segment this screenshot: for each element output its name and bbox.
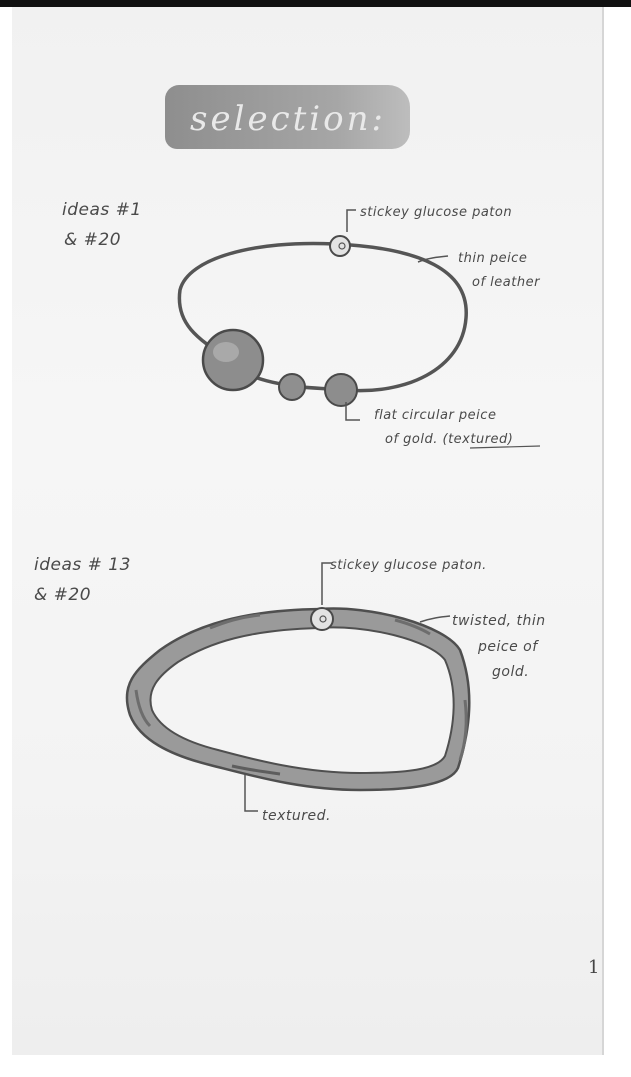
pointer-line-right-2 — [420, 616, 450, 622]
glucose-patch-2 — [311, 608, 333, 630]
small-gold-disc — [279, 374, 305, 400]
bracelet-sketch-1 — [179, 210, 540, 448]
underline-textured — [470, 446, 540, 448]
medium-gold-disc — [325, 374, 357, 406]
pointer-line-top-2 — [322, 563, 332, 605]
bracelet-sketch-2 — [127, 563, 469, 811]
glucose-patch-1 — [330, 236, 350, 256]
pointer-line-top-1 — [347, 210, 356, 232]
pointer-line-bottom-2 — [245, 775, 258, 811]
large-gold-disc-shading — [213, 342, 239, 362]
